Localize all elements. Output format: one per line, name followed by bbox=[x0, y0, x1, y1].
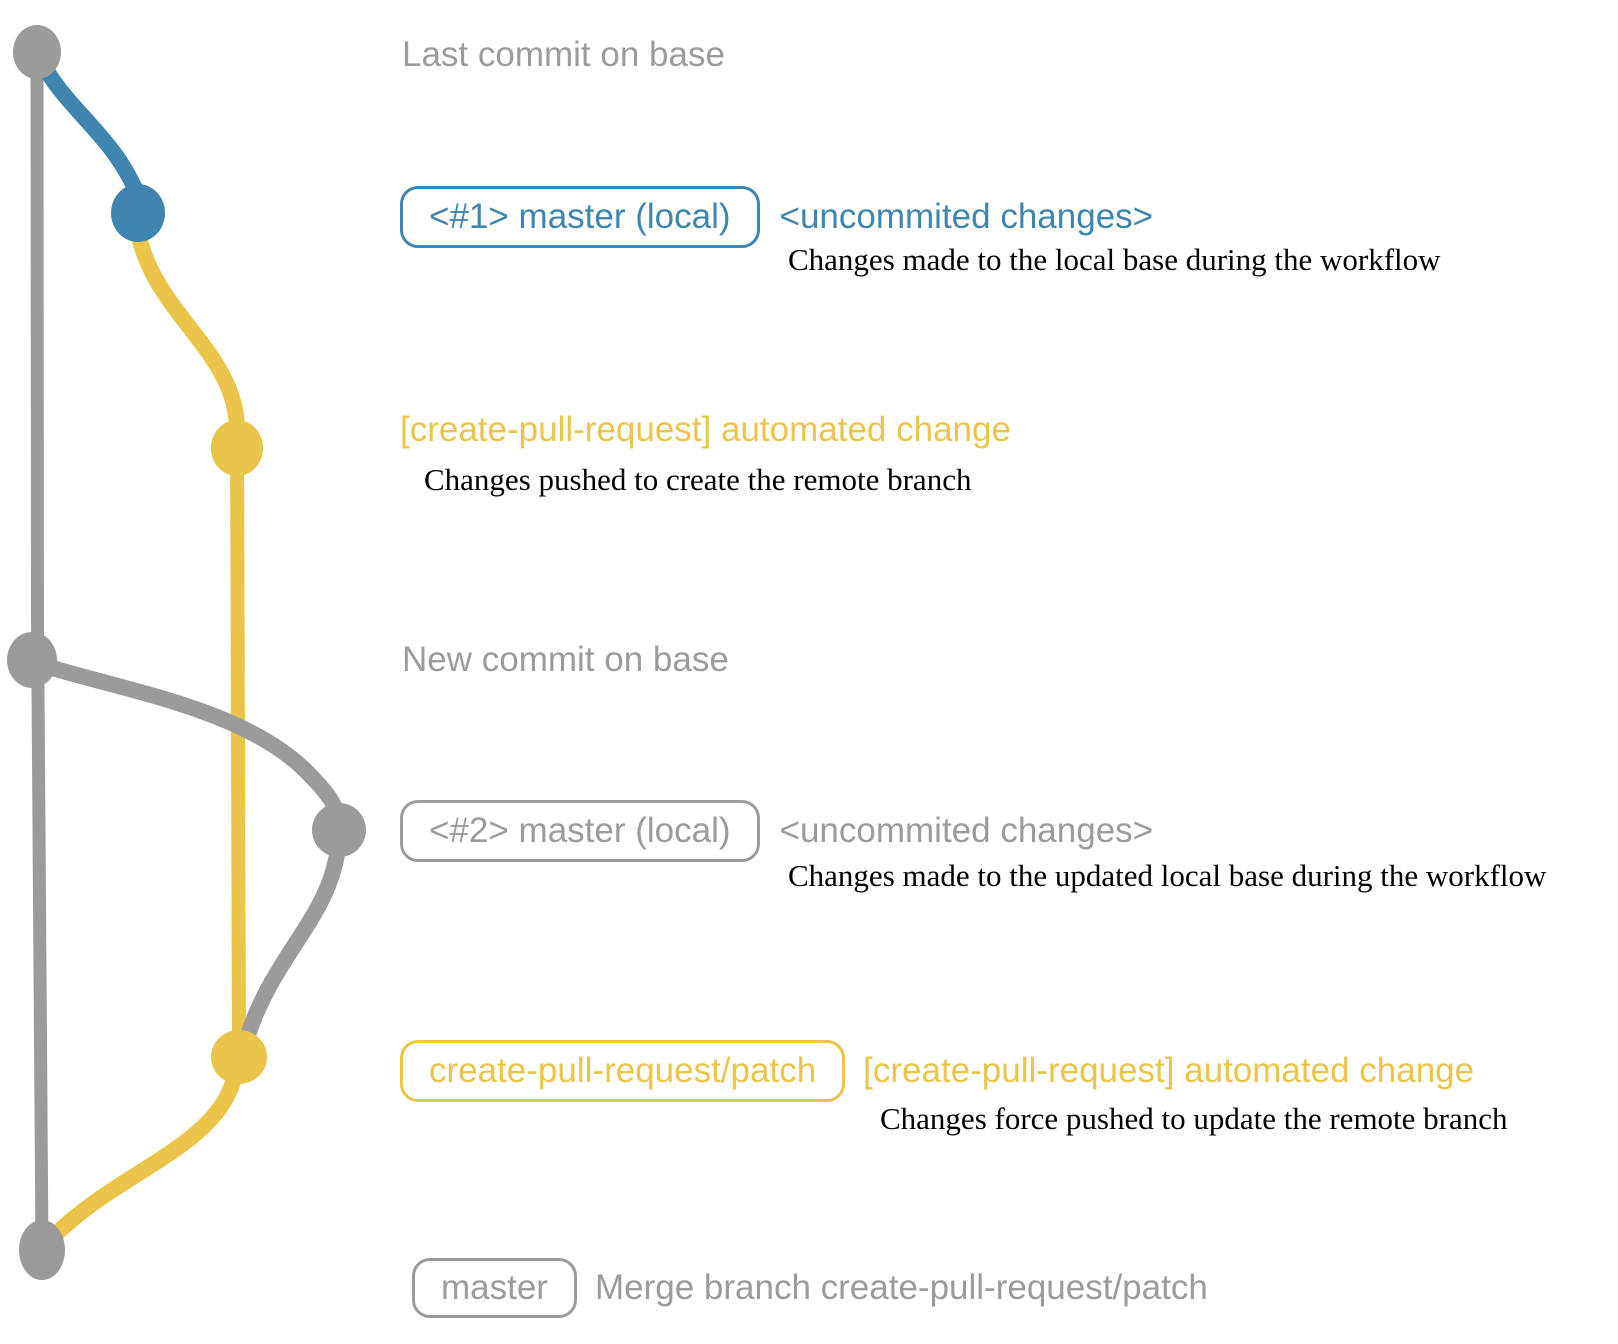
commit-node-merge bbox=[19, 1220, 65, 1280]
commit-row-merge: master Merge branch create-pull-request/… bbox=[412, 1258, 1208, 1318]
edge-local-changes-1 bbox=[34, 54, 146, 204]
ref-box-master-local-1: <#1> master (local) bbox=[400, 186, 760, 248]
edge-rebase-local-2 bbox=[25, 654, 347, 836]
commit-desc-automated-1: Changes pushed to create the remote bran… bbox=[424, 462, 972, 497]
commit-label-uncommitted-2: <uncommited changes> bbox=[779, 811, 1154, 850]
commit-node-last-base bbox=[13, 25, 61, 79]
commit-row-local-2: <#2> master (local) <uncommited changes> bbox=[400, 800, 1153, 862]
commit-node-remote-1 bbox=[211, 420, 263, 476]
edge-push-remote-branch-1 bbox=[130, 224, 245, 438]
ref-box-create-pull-request-patch: create-pull-request/patch bbox=[400, 1040, 846, 1102]
annotation-last-commit-on-base: Last commit on base bbox=[402, 35, 725, 74]
ref-box-master: master bbox=[412, 1258, 577, 1318]
commit-row-remote-2: create-pull-request/patch [create-pull-r… bbox=[400, 1040, 1474, 1102]
edge-remote-branch-line bbox=[230, 439, 246, 1065]
commit-node-local-2 bbox=[312, 803, 366, 857]
commit-node-new-base bbox=[7, 632, 57, 688]
edge-merge-to-master bbox=[44, 1056, 245, 1246]
ref-box-master-local-2: <#2> master (local) bbox=[400, 800, 760, 862]
commit-desc-automated-2: Changes force pushed to update the remot… bbox=[880, 1101, 1508, 1136]
edge-base-branch-line bbox=[30, 45, 49, 1257]
commit-desc-uncommitted-1: Changes made to the local base during th… bbox=[788, 242, 1441, 277]
commit-row-local-1: <#1> master (local) <uncommited changes> bbox=[400, 186, 1153, 248]
commit-label-automated-1: [create-pull-request] automated change bbox=[400, 410, 1011, 449]
commit-label-merge: Merge branch create-pull-request/patch bbox=[594, 1268, 1208, 1307]
commit-node-local-1 bbox=[111, 184, 165, 242]
commit-node-remote-2 bbox=[211, 1030, 267, 1084]
annotation-new-commit-on-base: New commit on base bbox=[402, 640, 729, 679]
commit-label-automated-2: [create-pull-request] automated change bbox=[863, 1051, 1475, 1090]
commit-desc-uncommitted-2: Changes made to the updated local base d… bbox=[788, 858, 1547, 893]
commit-label-uncommitted-1: <uncommited changes> bbox=[779, 197, 1154, 236]
edge-force-push-remote-2 bbox=[240, 830, 347, 1043]
